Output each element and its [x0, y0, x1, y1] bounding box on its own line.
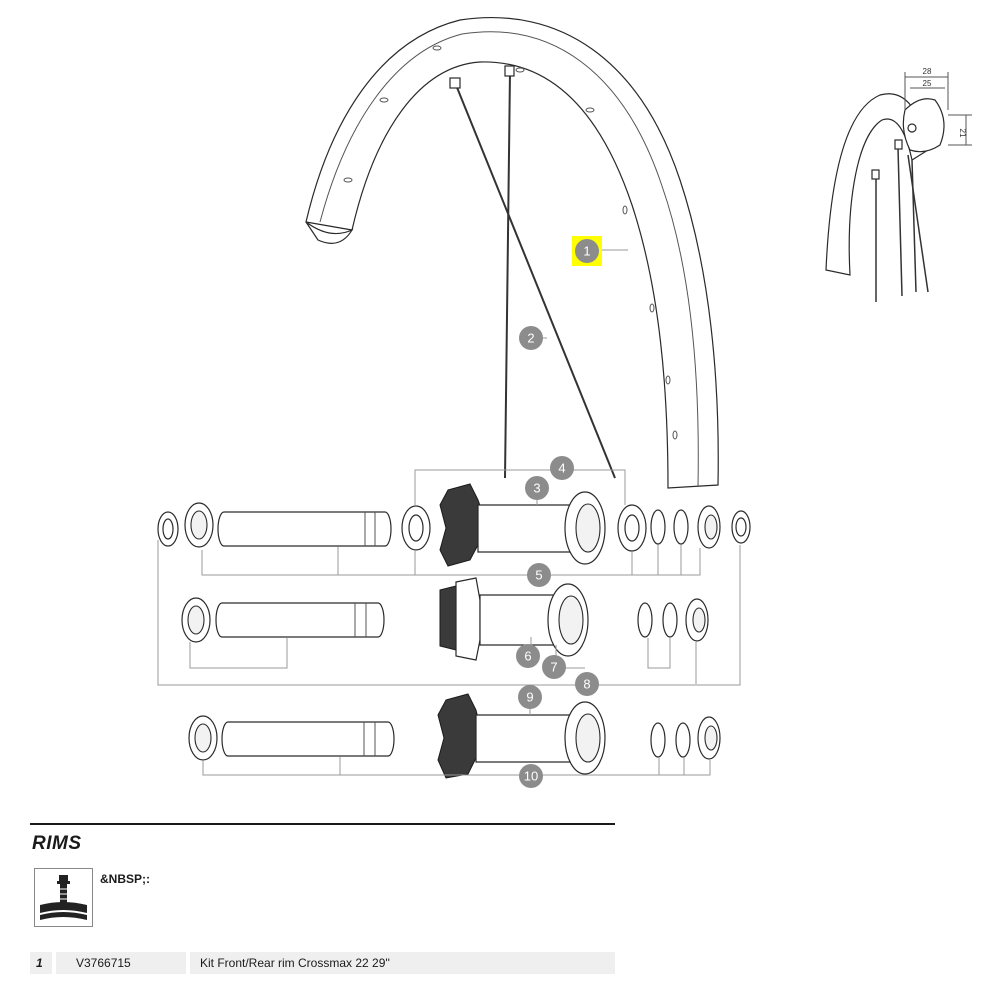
callout-7[interactable]: 7 [542, 655, 566, 679]
callout-8[interactable]: 8 [575, 672, 599, 696]
callout-5[interactable]: 5 [527, 563, 551, 587]
dimension-inner-width: 25 [923, 79, 932, 88]
valve-note: &NBSP;: [100, 872, 150, 886]
tubeless-valve-icon [34, 868, 93, 927]
callout-10[interactable]: 10 [519, 764, 543, 788]
callout-1-highlighted[interactable]: 1 [572, 236, 602, 266]
hub-assembly-row-3 [188, 693, 721, 779]
svg-text:10: 10 [524, 769, 538, 784]
callout-4[interactable]: 4 [550, 456, 574, 480]
svg-text:6: 6 [524, 649, 531, 664]
rim-profile-detail: 28 25 21 [825, 67, 972, 302]
section-divider [30, 823, 615, 825]
callout-2[interactable]: 2 [519, 326, 543, 350]
svg-text:3: 3 [533, 481, 540, 496]
dimension-height: 21 [958, 129, 967, 138]
spokes-drawing [449, 65, 616, 479]
hub-assembly-row-2 [181, 577, 709, 684]
hub-assembly-row-1 [157, 469, 751, 686]
svg-text:5: 5 [535, 568, 542, 583]
exploded-diagram: 28 25 21 [157, 16, 972, 788]
part-code: V3766715 [56, 952, 186, 974]
svg-text:4: 4 [558, 461, 565, 476]
table-row[interactable]: 1 V3766715 Kit Front/Rear rim Crossmax 2… [30, 952, 615, 974]
svg-text:2: 2 [527, 331, 534, 346]
dimension-outer-width: 28 [923, 67, 932, 76]
svg-text:9: 9 [526, 690, 533, 705]
callout-9[interactable]: 9 [518, 685, 542, 709]
svg-text:7: 7 [550, 660, 557, 675]
svg-text:1: 1 [583, 244, 590, 259]
svg-text:8: 8 [583, 677, 590, 692]
callout-3[interactable]: 3 [525, 476, 549, 500]
section-title: RIMS [32, 833, 82, 854]
part-ref: 1 [30, 952, 52, 974]
callout-6[interactable]: 6 [516, 644, 540, 668]
part-description: Kit Front/Rear rim Crossmax 22 29'' [190, 952, 615, 974]
rim-drawing [305, 16, 719, 489]
